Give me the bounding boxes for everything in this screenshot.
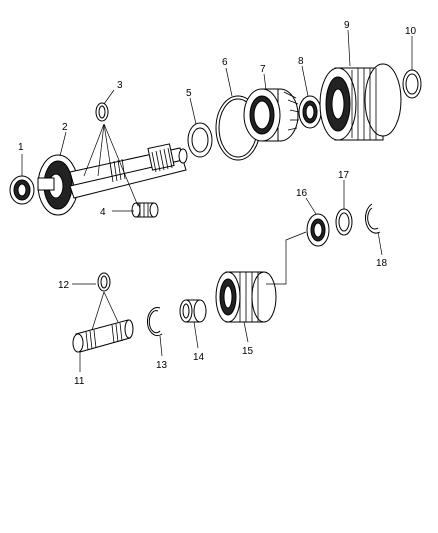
part-15-hub [215, 271, 277, 323]
part-3-ring [95, 102, 109, 122]
part-12-ring [97, 272, 111, 292]
part-7-ring-gear [243, 88, 300, 142]
callout-14: 14 [193, 352, 205, 363]
part-8-bearing [298, 95, 322, 129]
part-4-needle-bearing [131, 202, 159, 218]
callout-15: 15 [242, 346, 254, 357]
callout-11: 11 [74, 376, 85, 387]
callout-12: 12 [58, 280, 70, 291]
callout-17: 17 [338, 170, 350, 181]
callout-13: 13 [156, 360, 168, 371]
part-5-washer [187, 122, 213, 158]
input-shaft [69, 143, 188, 199]
part-10-ring [402, 69, 422, 99]
callout-18: 18 [376, 258, 388, 269]
callout-2: 2 [62, 122, 68, 133]
callout-3: 3 [117, 80, 123, 91]
callout-labels: 1 2 3 4 5 6 7 8 9 10 11 12 13 14 15 16 1… [18, 20, 417, 387]
part-16-bearing [306, 213, 330, 247]
callout-9: 9 [344, 20, 350, 31]
callout-6: 6 [222, 57, 228, 68]
callout-1: 1 [18, 142, 24, 153]
part-14-bushing [179, 299, 207, 323]
part-9-clutch-drum [319, 63, 402, 141]
part-1-bearing [9, 175, 35, 205]
callout-5: 5 [186, 88, 192, 99]
part-13-snap-ring [147, 307, 163, 337]
callout-7: 7 [260, 64, 266, 75]
leader-lines [21, 29, 413, 372]
callout-10: 10 [405, 26, 417, 37]
callout-16: 16 [296, 188, 308, 199]
part-2-carrier [37, 154, 79, 216]
part-17-washer [335, 208, 353, 236]
callout-4: 4 [100, 207, 106, 218]
callout-8: 8 [298, 56, 304, 67]
part-18-snap-ring [365, 203, 381, 234]
part-11-shaft [72, 319, 134, 353]
